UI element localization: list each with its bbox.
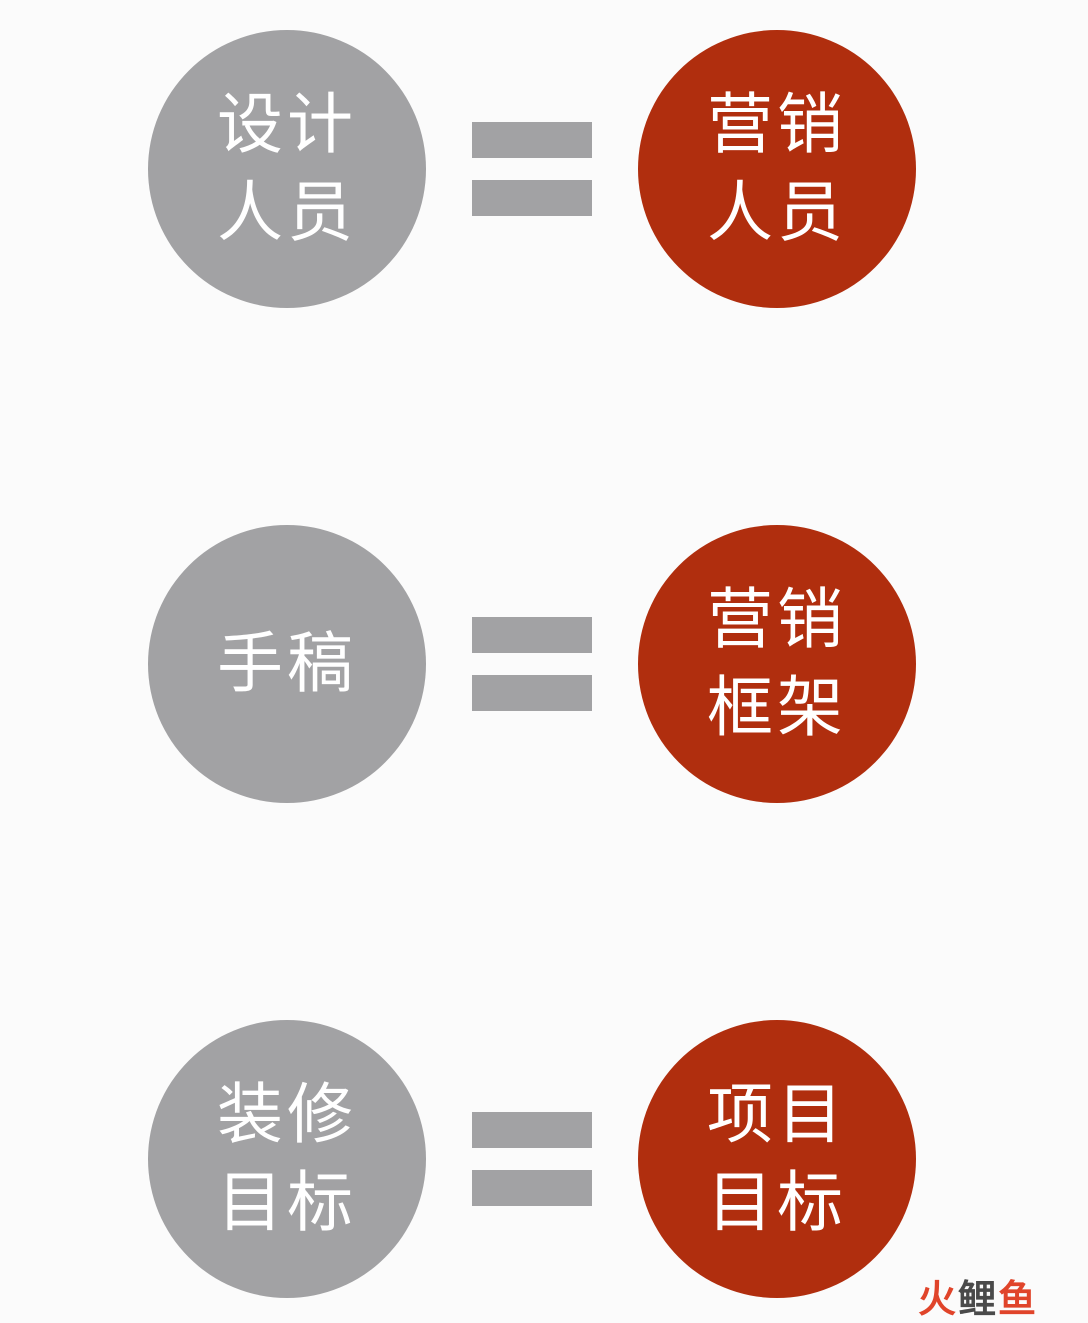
right-circle-line-2: 人员 <box>707 174 847 251</box>
right-circle-line-1: 营销 <box>707 86 847 163</box>
right-circle-line-2: 目标 <box>707 1164 847 1241</box>
left-circle: 设计 人员 <box>148 30 426 308</box>
equals-icon <box>472 122 592 216</box>
watermark-logo: 火鲤鱼 <box>918 1268 1038 1323</box>
right-circle: 营销 人员 <box>638 30 916 308</box>
equals-bar-top <box>472 122 592 158</box>
equals-bar-bottom <box>472 675 592 711</box>
equation-row-2: 手稿 营销 框架 <box>0 525 1088 805</box>
left-circle-line-2: 目标 <box>217 1164 357 1241</box>
left-circle: 手稿 <box>148 525 426 803</box>
left-circle-line-1: 装修 <box>217 1076 357 1153</box>
equals-bar-bottom <box>472 180 592 216</box>
equals-icon <box>472 1112 592 1206</box>
watermark-char-2: 鲤 <box>958 1277 999 1321</box>
right-circle: 项目 目标 <box>638 1020 916 1298</box>
left-circle: 装修 目标 <box>148 1020 426 1298</box>
equation-row-3: 装修 目标 项目 目标 <box>0 1020 1088 1300</box>
equals-bar-top <box>472 1112 592 1148</box>
right-circle: 营销 框架 <box>638 525 916 803</box>
watermark-char-3: 鱼 <box>998 1277 1039 1321</box>
equals-bar-bottom <box>472 1170 592 1206</box>
watermark-char-1: 火 <box>918 1277 959 1321</box>
equals-bar-top <box>472 617 592 653</box>
right-circle-line-1: 营销 <box>707 581 847 658</box>
left-circle-line-1: 手稿 <box>217 625 357 702</box>
right-circle-line-1: 项目 <box>707 1076 847 1153</box>
equation-row-1: 设计 人员 营销 人员 <box>0 30 1088 310</box>
left-circle-line-2: 人员 <box>217 174 357 251</box>
equals-icon <box>472 617 592 711</box>
left-circle-line-1: 设计 <box>217 86 357 163</box>
right-circle-line-2: 框架 <box>707 669 847 746</box>
